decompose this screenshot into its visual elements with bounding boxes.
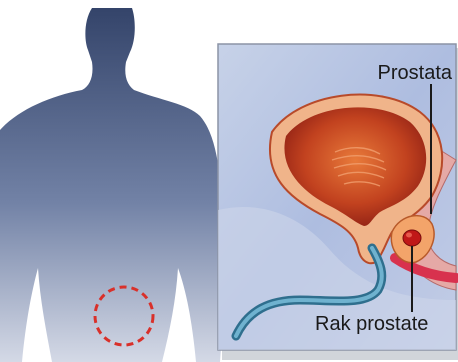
tumor: [403, 230, 421, 246]
prostate-label: Prostata: [378, 62, 452, 85]
anatomy-inset: [218, 44, 456, 350]
male-silhouette-icon: [0, 8, 227, 362]
prostate-cancer-label: Rak prostate: [315, 313, 428, 336]
